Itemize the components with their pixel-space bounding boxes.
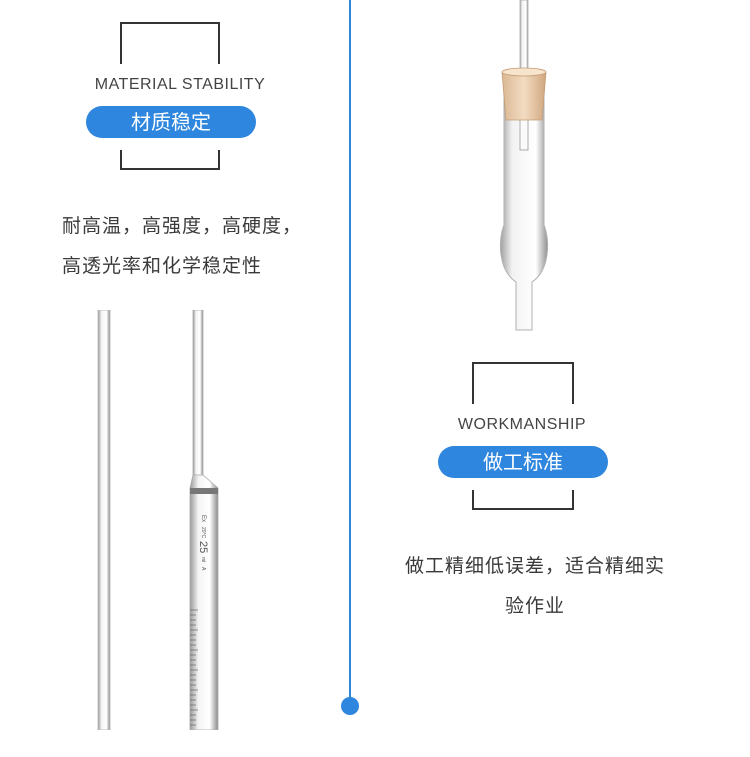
bracket-bottom <box>472 490 574 510</box>
timeline-dot <box>341 697 359 715</box>
pipette-marking-ex: Ex <box>200 515 206 522</box>
pipette-marking-class: A <box>200 567 206 571</box>
section-workmanship: WORKMANSHIP 做工标准 做工精细低误差，适合精细实 验作业 <box>380 340 710 640</box>
pipette-marking-temp: 20°C <box>200 527 206 539</box>
section-material-stability: MATERIAL STABILITY 材质稳定 耐高温，高强度，高硬度， 高透光… <box>60 0 340 300</box>
section-title-pill: 材质稳定 <box>86 106 256 138</box>
section-description-line2: 高透光率和化学稳定性 <box>62 255 263 277</box>
bracket-bottom <box>120 150 220 170</box>
section-title-pill: 做工标准 <box>438 446 608 478</box>
pipette-marking-volume: 25 <box>197 541 209 553</box>
bracket-top <box>120 22 220 64</box>
section-english-title: WORKMANSHIP <box>457 416 587 433</box>
section-english-title: MATERIAL STABILITY <box>94 76 266 93</box>
section-description-line1: 做工精细低误差，适合精细实 <box>404 555 665 577</box>
section-description-line2: 验作业 <box>504 595 565 617</box>
graduated-pipette-image: Ex 20°C 25 ml A <box>97 310 219 730</box>
bracket-top <box>472 362 574 404</box>
section-description-line1: 耐高温，高强度，高硬度， <box>62 215 303 237</box>
glass-bulb-tube-image <box>499 0 549 331</box>
pipette-marking-unit: ml <box>200 557 206 562</box>
timeline-line <box>349 0 351 700</box>
